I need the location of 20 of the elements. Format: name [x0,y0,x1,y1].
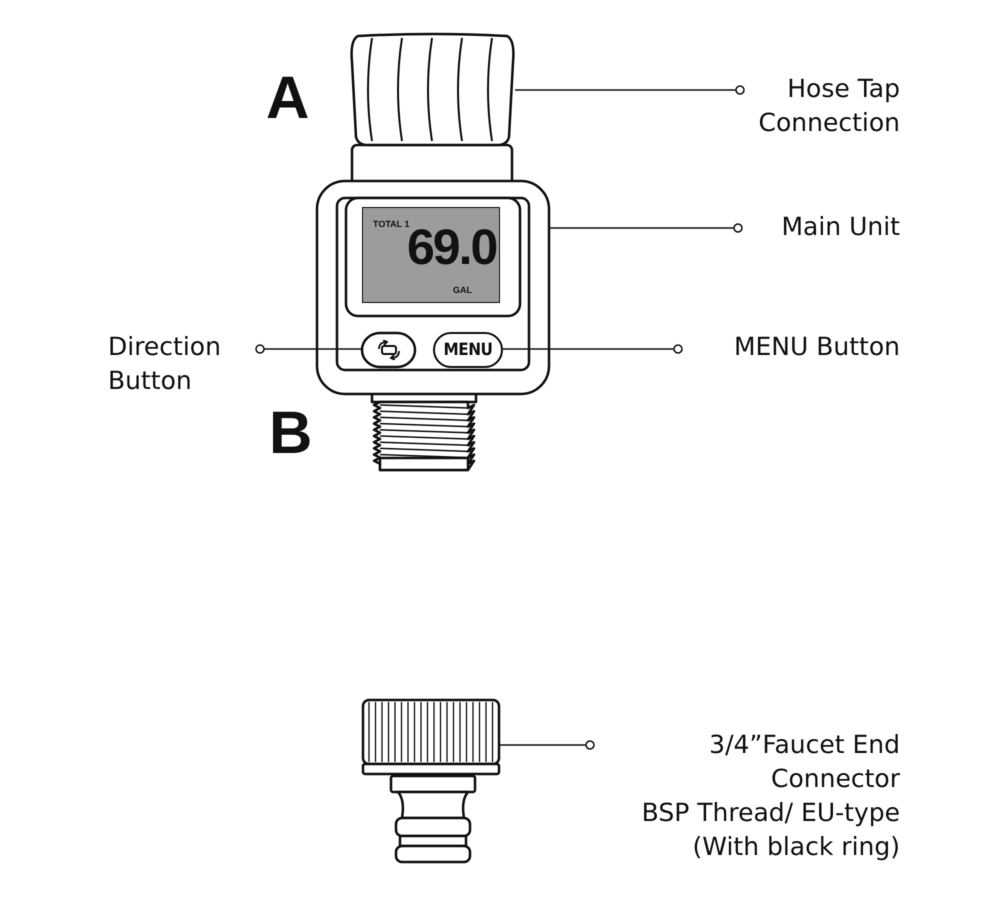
leader-line [255,344,361,354]
callout-label: Direction Button [108,330,260,398]
coupling-nut [350,32,515,147]
leader-line [550,223,743,233]
callout-label: MENU Button [678,330,900,364]
callout-label: Hose Tap Connection [740,72,900,140]
screen-text: TOTAL 1 [373,220,410,229]
knurled-nut [362,698,500,776]
callout-label: Main Unit [738,210,900,244]
menu-button: MENU [433,332,503,368]
round-button [361,332,416,368]
leader-line [500,740,595,750]
display-letter: A [266,68,308,128]
display-letter: B [269,403,310,463]
leader-line [503,344,683,354]
callout-label: 3/4”Faucet End Connector [708,729,900,795]
leader-line [515,85,745,95]
callout-label: BSP Thread/ EU-type (With black ring) [640,797,900,863]
meter-body [316,180,550,395]
screen-text: GAL [453,286,472,295]
